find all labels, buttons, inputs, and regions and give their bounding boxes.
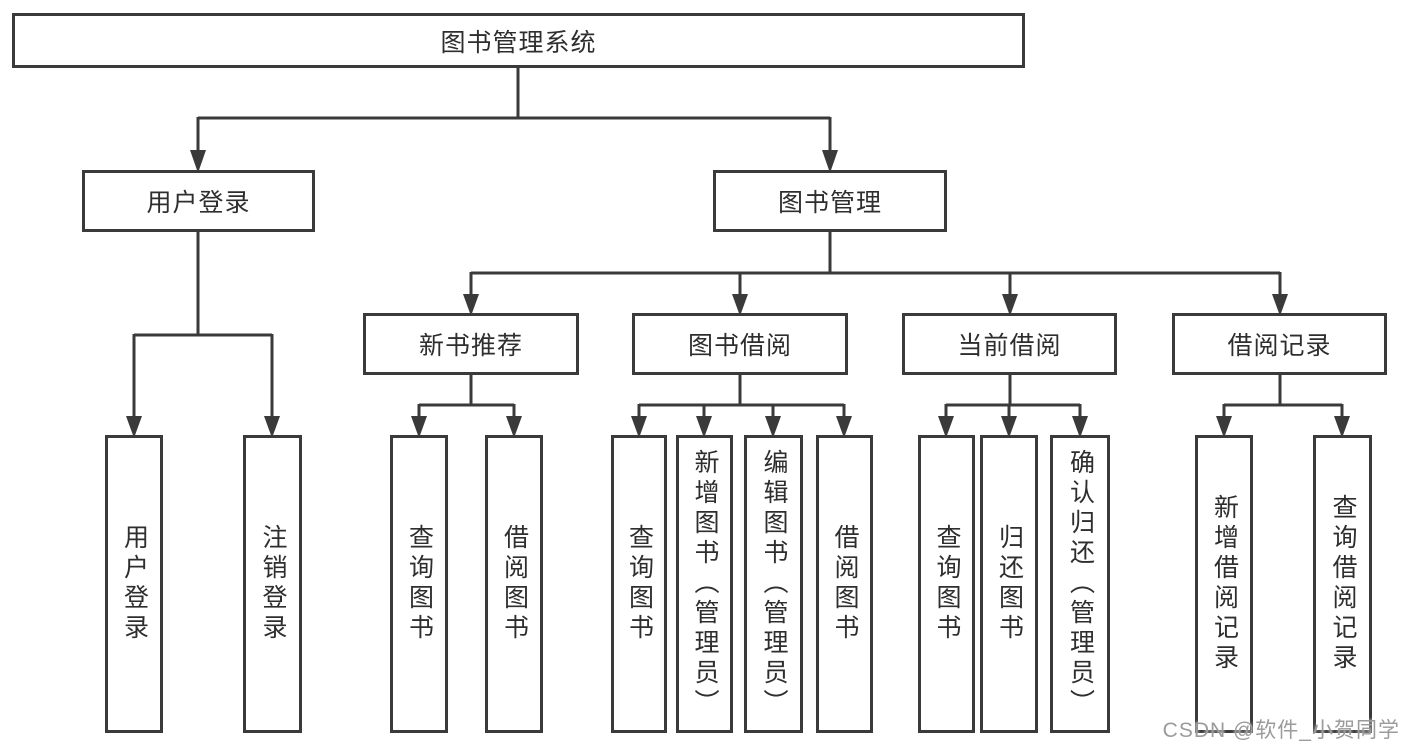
node-user-login-label: 用户登录 [146,189,251,217]
leaf-add-borrow-record-label: 新增借阅记录 [1210,494,1239,674]
leaf-return-books-label: 归还图书 [995,524,1024,644]
leaf-return-books: 归还图书 [980,435,1038,733]
leaf-query-books-current-label: 查询图书 [933,524,961,644]
leaf-borrow-books-recommend: 借阅图书 [485,435,543,733]
node-root-label: 图书管理系统 [440,28,597,57]
leaf-user-login-label: 用户登录 [120,524,149,644]
node-new-book-recommendation-label: 新书推荐 [418,332,523,360]
watermark: CSDN @软件_小贺同学 [1162,719,1400,742]
node-new-book-recommendation: 新书推荐 [363,313,579,375]
leaf-borrow-books-borrowing-label: 借阅图书 [831,524,859,644]
node-current-borrowing: 当前借阅 [902,313,1117,375]
node-current-borrowing-label: 当前借阅 [957,332,1062,360]
leaf-add-books-admin: 新增图书（管理员） [676,435,733,733]
leaf-query-books-recommend: 查询图书 [390,435,448,733]
leaf-confirm-return-admin-label: 确认归还（管理员） [1066,449,1095,719]
leaf-query-books-borrowing-label: 查询图书 [625,524,654,644]
node-book-borrowing-label: 图书借阅 [687,332,792,360]
leaf-query-borrow-record-label: 查询借阅记录 [1329,494,1357,674]
node-book-management: 图书管理 [713,170,947,232]
node-root: 图书管理系统 [12,13,1025,68]
leaf-query-books-recommend-label: 查询图书 [405,524,434,644]
leaf-query-borrow-record: 查询借阅记录 [1313,435,1372,733]
arrowheads [126,150,1350,438]
leaf-logout-label: 注销登录 [259,524,287,644]
leaf-edit-books-admin-label: 编辑图书（管理员） [760,449,788,719]
leaf-add-borrow-record: 新增借阅记录 [1195,435,1253,733]
node-book-management-label: 图书管理 [777,189,882,217]
node-user-login: 用户登录 [82,170,315,232]
leaf-edit-books-admin: 编辑图书（管理员） [744,435,803,733]
leaf-add-books-admin-label: 新增图书（管理员） [691,449,719,719]
leaf-logout: 注销登录 [243,435,302,733]
node-book-borrowing: 图书借阅 [632,313,848,375]
leaf-query-books-current: 查询图书 [918,435,975,733]
leaf-user-login: 用户登录 [105,435,163,733]
leaf-borrow-books-recommend-label: 借阅图书 [500,524,529,644]
node-borrowing-records: 借阅记录 [1172,313,1387,375]
leaf-confirm-return-admin: 确认归还（管理员） [1050,435,1110,733]
leaf-borrow-books-borrowing: 借阅图书 [816,435,873,733]
node-borrowing-records-label: 借阅记录 [1227,332,1332,360]
leaf-query-books-borrowing: 查询图书 [611,435,667,733]
